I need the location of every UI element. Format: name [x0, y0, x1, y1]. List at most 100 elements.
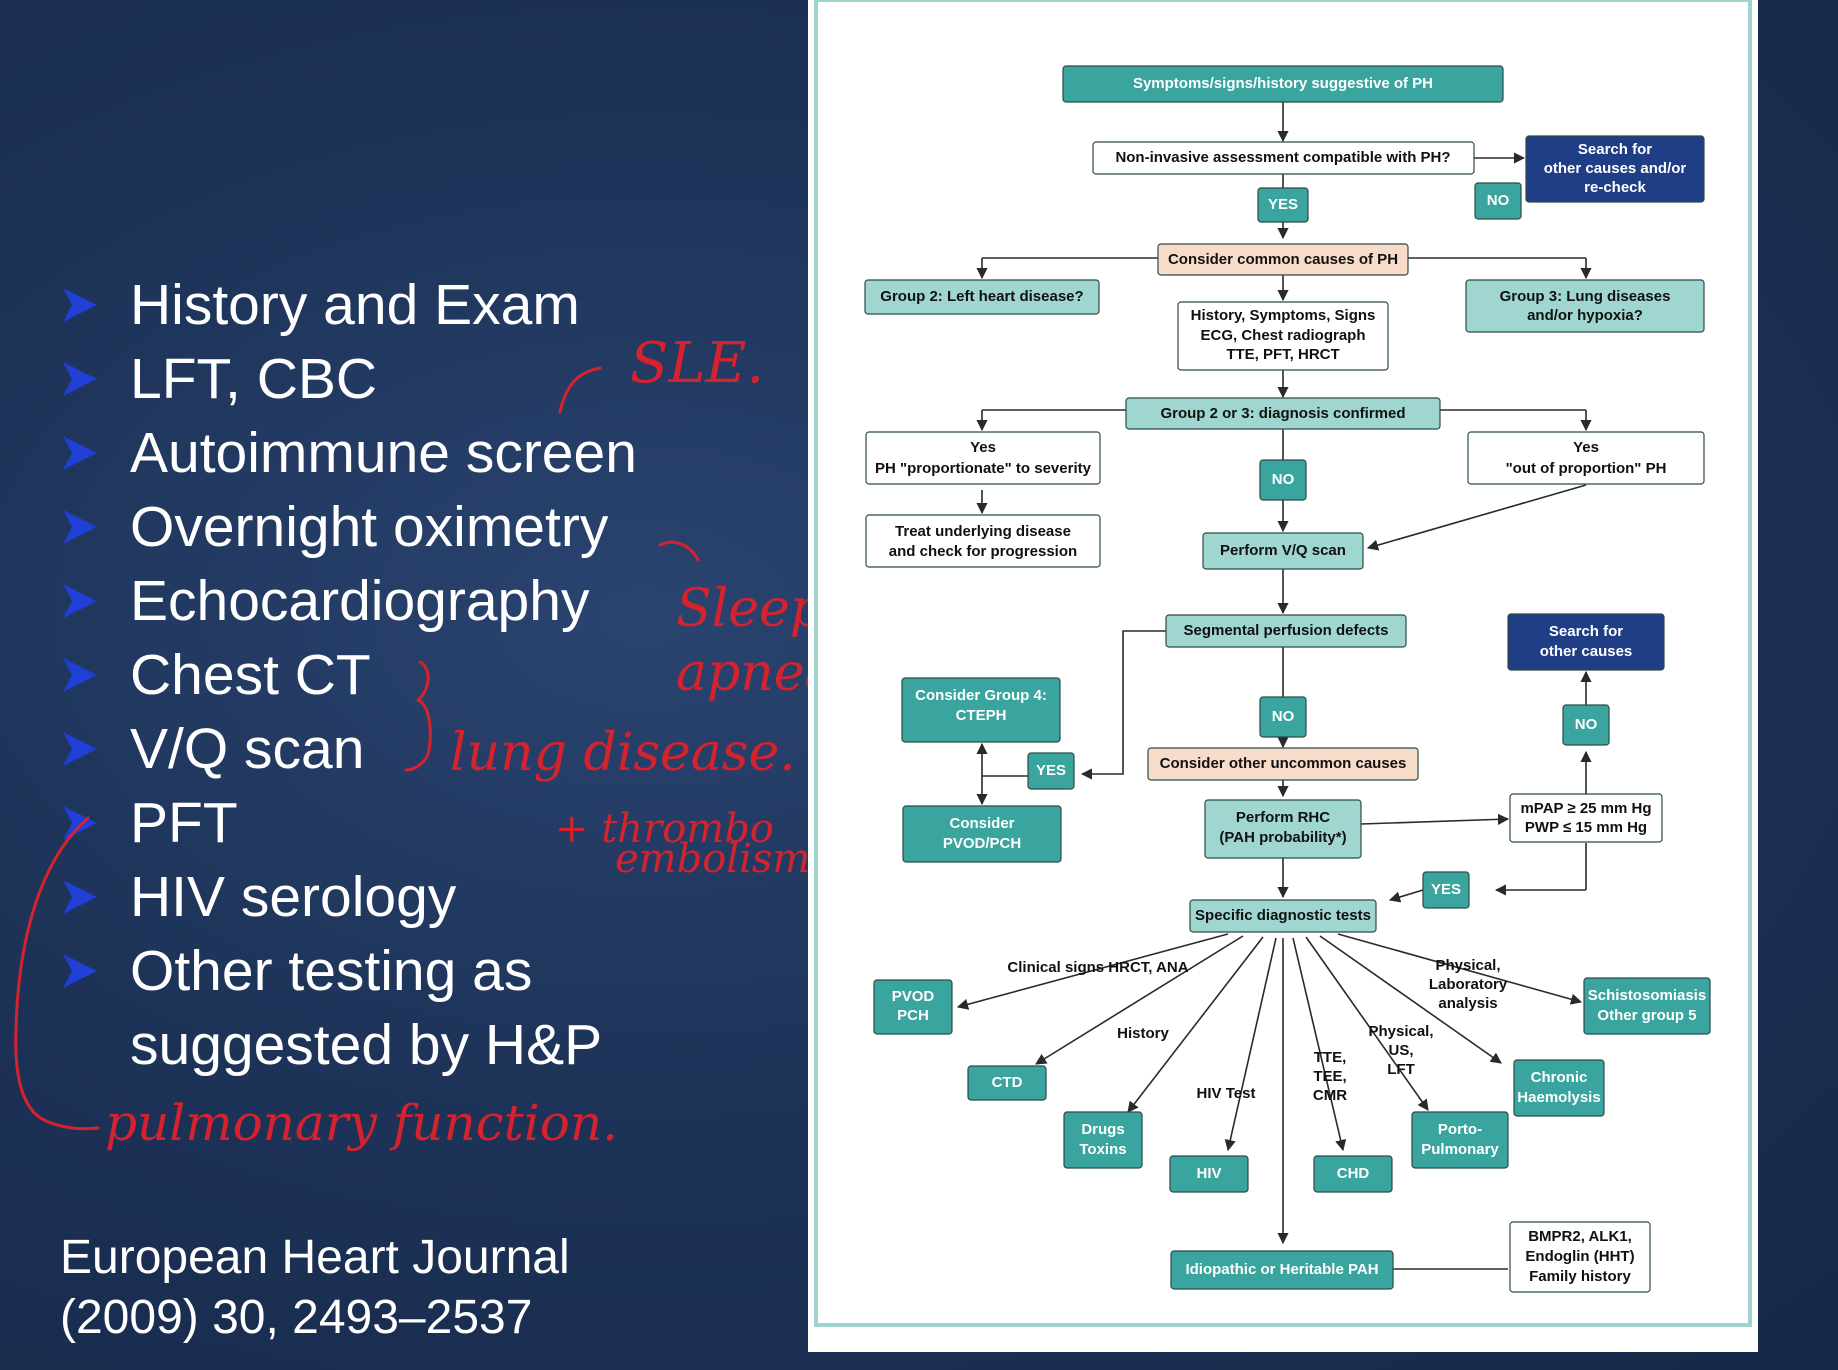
node-consider-common: Consider common causes of PH: [1157, 243, 1409, 276]
node-text: Consider Group 4:: [915, 687, 1047, 704]
node-consider-group4: Consider Group 4:CTEPH: [901, 677, 1061, 743]
bullet-item: Echocardiography: [60, 564, 637, 638]
bullet-item: PFT: [60, 786, 637, 860]
node-noninvasive: Non-invasive assessment compatible with …: [1092, 141, 1475, 175]
node-text: Specific diagnostic tests: [1195, 907, 1371, 924]
citation: European Heart Journal (2009) 30, 2493–2…: [60, 1228, 570, 1348]
bullet-arrow-icon: [60, 490, 130, 564]
node-text: Other group 5: [1597, 1007, 1696, 1024]
node-text: Group 3: Lung diseases: [1500, 288, 1671, 305]
bullet-item: Chest CT: [60, 638, 637, 712]
node-text: re-check: [1584, 179, 1646, 196]
node-specific-tests: Specific diagnostic tests: [1189, 899, 1377, 933]
flowchart-frame: [814, 0, 1752, 1327]
bullet-item: HIV serology: [60, 860, 637, 934]
node-group23-confirmed: Group 2 or 3: diagnosis confirmed: [1125, 397, 1441, 430]
node-yes-out-of-proportion: Yes"out of proportion" PH: [1467, 431, 1705, 485]
node-text: Consider: [949, 815, 1014, 832]
node-text: CHD: [1337, 1165, 1370, 1182]
edge-label-physical-us: LFT: [1387, 1061, 1415, 1078]
node-text: Porto-: [1438, 1121, 1482, 1138]
node-perform-rhc: Perform RHC(PAH probability*): [1204, 799, 1362, 859]
node-text: Perform V/Q scan: [1220, 542, 1346, 559]
edge-label-physical-us: Physical,: [1368, 1023, 1433, 1040]
edge-label-tte: TTE,: [1314, 1049, 1347, 1066]
node-text: PWP ≤ 15 mm Hg: [1525, 819, 1647, 836]
bullet-text: HIV serology: [130, 865, 457, 929]
node-text: History, Symptoms, Signs: [1191, 307, 1376, 324]
bullet-text: Chest CT: [130, 643, 371, 707]
flowchart-diagram: Symptoms/signs/history suggestive of PH …: [814, 0, 1752, 1327]
node-text: Drugs: [1081, 1121, 1124, 1138]
node-chd: CHD: [1313, 1155, 1393, 1193]
bullet-text: V/Q scan: [130, 717, 365, 781]
bullet-text: Overnight oximetry: [130, 495, 609, 559]
bullet-list: History and Exam LFT, CBC Autoimmune scr…: [60, 268, 637, 1082]
node-text: ECG, Chest radiograph: [1200, 327, 1365, 344]
node-text: Toxins: [1079, 1141, 1126, 1158]
node-text: NO: [1487, 192, 1510, 209]
ink-oximetry-connector: [658, 540, 700, 562]
bullet-text: LFT, CBC: [130, 347, 378, 411]
node-text: "out of proportion" PH: [1506, 460, 1667, 477]
node-portopulmonary: Porto-Pulmonary: [1411, 1111, 1509, 1169]
node-text: TTE, PFT, HRCT: [1226, 346, 1339, 363]
node-idiopathic: Idiopathic or Heritable PAH: [1170, 1250, 1394, 1290]
node-segmental: Segmental perfusion defects: [1165, 614, 1407, 648]
node-text: CTD: [992, 1074, 1023, 1091]
bullet-text: History and Exam: [130, 273, 580, 337]
node-text: and/or hypoxia?: [1527, 307, 1643, 324]
node-text: Non-invasive assessment compatible with …: [1115, 149, 1450, 166]
node-text: YES: [1036, 762, 1066, 779]
edge-label-hiv-test: HIV Test: [1197, 1085, 1256, 1102]
bullet-arrow-icon: [60, 268, 130, 342]
node-text: Yes: [970, 439, 996, 456]
edge-label-physical-lab: analysis: [1438, 995, 1497, 1012]
node-text: Symptoms/signs/history suggestive of PH: [1133, 75, 1433, 92]
node-no-1: NO: [1474, 182, 1522, 220]
ink-pulmonary-connector: [14, 816, 100, 1131]
edge-label-clinical: Clinical signs HRCT, ANA: [1007, 959, 1188, 976]
node-group2: Group 2: Left heart disease?: [864, 279, 1100, 315]
bullet-item: Other testing as: [60, 934, 637, 1008]
node-yes-proportionate: Yes PH "proportionate" to severity: [865, 431, 1101, 485]
node-text: Consider common causes of PH: [1168, 251, 1398, 268]
bullet-text: Other testing as: [130, 939, 533, 1003]
bullet-arrow-icon: [60, 934, 130, 1008]
bullet-text: suggested by H&P: [130, 1013, 603, 1077]
node-text: other causes: [1540, 643, 1633, 660]
node-text: NO: [1272, 471, 1295, 488]
node-consider-uncommon: Consider other uncommon causes: [1147, 747, 1419, 781]
node-text: BMPR2, ALK1,: [1528, 1228, 1632, 1245]
bullet-item: History and Exam: [60, 268, 637, 342]
bullet-arrow-icon: [60, 416, 130, 490]
node-text: Haemolysis: [1517, 1089, 1600, 1106]
node-text: NO: [1575, 716, 1598, 733]
node-text: YES: [1431, 881, 1461, 898]
node-group3: Group 3: Lung diseases and/or hypoxia?: [1465, 279, 1705, 333]
bullet-item-continuation: suggested by H&P: [60, 1008, 637, 1082]
edge-label-physical-lab: Laboratory: [1429, 976, 1508, 993]
node-text: Group 2: Left heart disease?: [880, 288, 1083, 305]
node-hiv: HIV: [1169, 1155, 1249, 1193]
bullet-text: PFT: [130, 791, 238, 855]
node-yes-3: YES: [1422, 871, 1470, 909]
bullet-item: LFT, CBC: [60, 342, 637, 416]
node-text: mPAP ≥ 25 mm Hg: [1520, 800, 1651, 817]
node-text: (PAH probability*): [1219, 829, 1346, 846]
node-text: other causes and/or: [1544, 160, 1687, 177]
node-text: Schistosomiasis: [1588, 987, 1706, 1004]
node-no-2: NO: [1259, 459, 1307, 501]
citation-volume: (2009) 30, 2493–2537: [60, 1291, 533, 1344]
node-text: PH "proportionate" to severity: [875, 460, 1092, 477]
node-text: Segmental perfusion defects: [1183, 622, 1388, 639]
node-text: Group 2 or 3: diagnosis confirmed: [1160, 405, 1405, 422]
node-mpap: mPAP ≥ 25 mm Hg PWP ≤ 15 mm Hg: [1509, 793, 1663, 843]
flowchart-edges: [956, 101, 1592, 1270]
